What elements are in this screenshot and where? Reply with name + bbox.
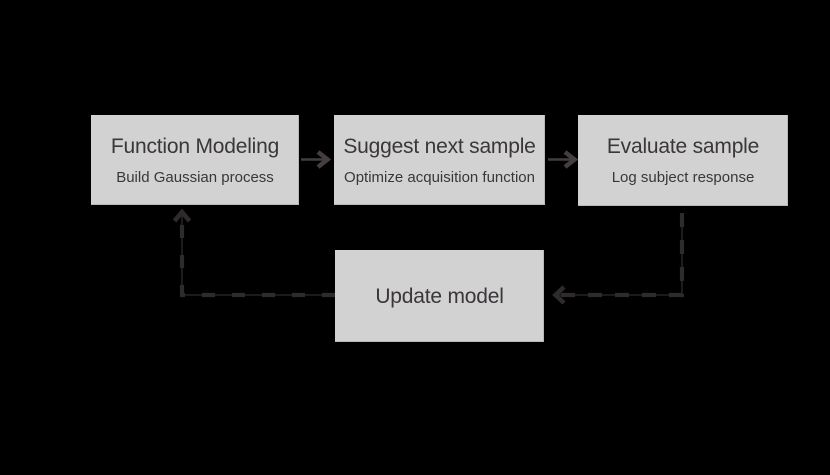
connector-evaluate-to-update (552, 213, 685, 305)
node-subtitle: Log subject response (611, 169, 755, 186)
arrowhead-left-icon (552, 285, 566, 305)
node-update-model: Update model (335, 250, 544, 342)
connector-update-to-function (172, 208, 335, 298)
node-suggest-next-sample: Suggest next sample Optimize acquisition… (334, 115, 545, 205)
arrow-suggest-to-evaluate (548, 150, 579, 169)
node-function-modeling: Function Modeling Build Gaussian process (91, 115, 299, 205)
node-title: Evaluate sample (606, 135, 760, 158)
node-subtitle: Optimize acquisition function (344, 168, 535, 186)
arrowhead-up-icon (172, 208, 192, 223)
node-title: Function Modeling (110, 134, 280, 158)
arrow-function-to-suggest (301, 150, 332, 169)
node-subtitle: Build Gaussian process (116, 168, 274, 186)
node-evaluate-sample: Evaluate sample Log subject response (578, 115, 788, 206)
node-title: Suggest next sample (343, 134, 536, 158)
node-title: Update model (375, 284, 504, 308)
